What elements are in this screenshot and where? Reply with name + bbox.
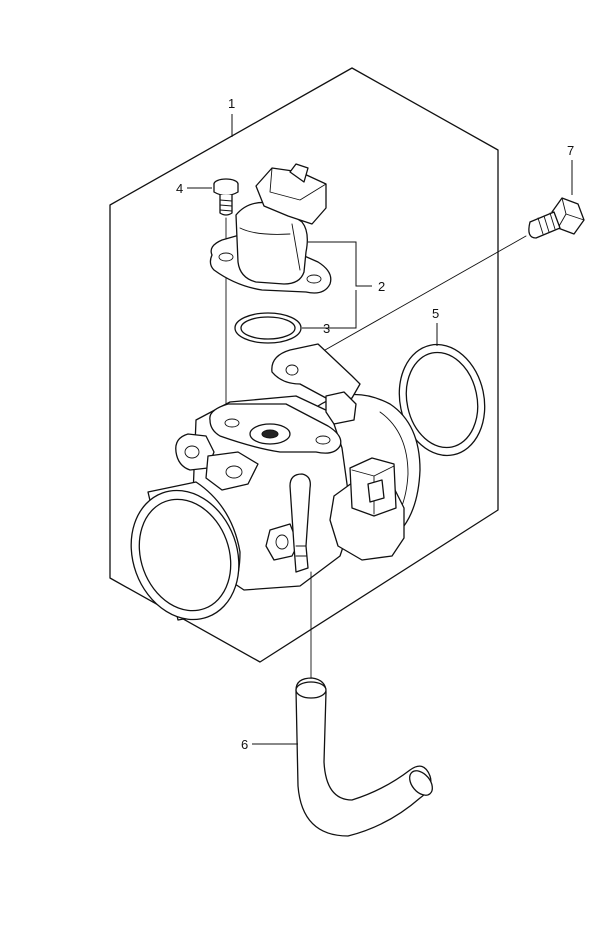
callout-2[interactable]: 2 — [308, 241, 385, 294]
callout-3-number: 3 — [323, 321, 330, 336]
idle-control-sensor[interactable] — [209, 163, 332, 294]
o-ring-small[interactable] — [234, 312, 302, 344]
callout-5-number: 5 — [432, 306, 439, 321]
hose[interactable] — [295, 677, 437, 837]
callout-6-number: 6 — [241, 737, 248, 752]
callout-3[interactable]: 3 — [302, 290, 357, 336]
callout-1-number: 1 — [228, 96, 235, 111]
callout-2-number: 2 — [378, 279, 385, 294]
bolt-large[interactable] — [528, 197, 585, 239]
throttle-body[interactable] — [114, 343, 421, 635]
callout-6[interactable]: 6 — [241, 737, 298, 752]
callout-4-number: 4 — [176, 181, 183, 196]
callout-7-number: 7 — [567, 143, 574, 158]
o-ring-large[interactable] — [389, 336, 494, 463]
callout-7[interactable]: 7 — [567, 143, 574, 195]
bolt-small[interactable] — [213, 178, 239, 216]
callout-1[interactable]: 1 — [228, 96, 235, 137]
assembly-boundary — [109, 67, 499, 663]
callout-4[interactable]: 4 — [176, 181, 212, 196]
callout-5[interactable]: 5 — [432, 306, 439, 346]
